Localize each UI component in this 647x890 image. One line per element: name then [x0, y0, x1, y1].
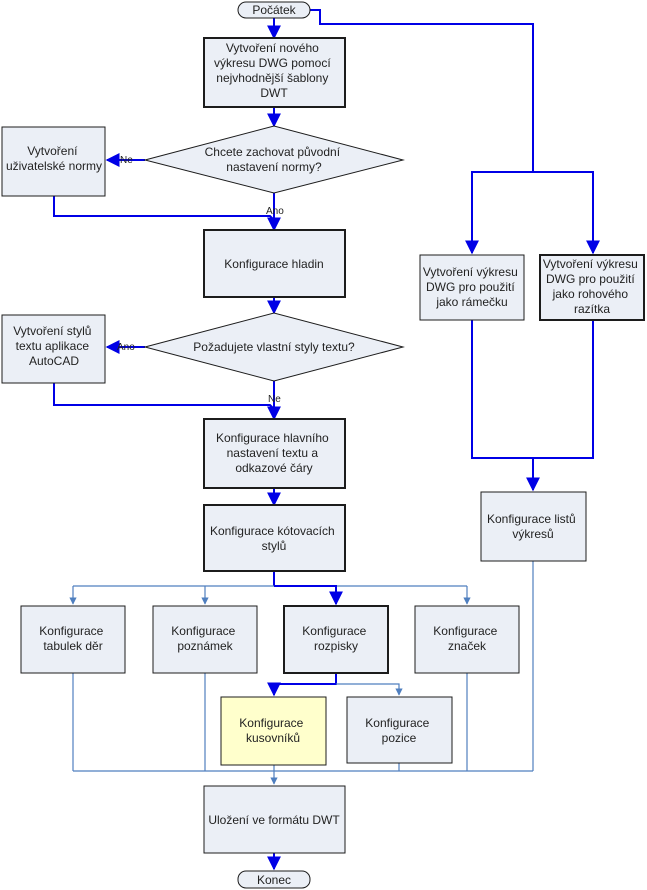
- bom-label: Konfigurace kusovníků: [239, 716, 306, 745]
- edge-labels: Ne Ano Ano Ne: [117, 155, 284, 405]
- layers-box: Konfigurace hladin: [203, 229, 346, 298]
- edge-split-parts-list: [274, 585, 343, 606]
- edge-right-branch-split: [465, 38, 534, 255]
- end-label: Konec: [257, 873, 291, 887]
- main-text-box: Konfigurace hlavního nastavení textu a o…: [203, 418, 346, 489]
- text-styles-decision: Požadujete vlastní styly textu?: [143, 312, 405, 382]
- start-label: Počátek: [252, 3, 296, 17]
- parts-list-label: Konfigurace rozpisky: [302, 624, 369, 653]
- edge-label-q1-no: Ne: [120, 155, 133, 166]
- user-norm-box: Vytvoření uživatelské normy: [1, 126, 106, 197]
- new-drawing-box: Vytvoření nového výkresu DWG pomocí nejv…: [203, 37, 346, 108]
- connectors: [53, 9, 600, 871]
- dim-styles-label: Konfigurace kótovacích stylů: [210, 524, 338, 553]
- edge-right-branch-title: [533, 171, 600, 255]
- edge-parts-list-to-balloons: [336, 683, 403, 696]
- edge-parts-list-to-bom: [267, 673, 337, 697]
- main-text-label: Konfigurace hlavního nastavení textu a o…: [216, 431, 332, 475]
- title-block-label: Vytvoření výkresu DWG pro použití jako r…: [543, 257, 641, 316]
- hole-tables-box: Konfigurace tabulek děr: [20, 605, 126, 674]
- balloons-box: Konfigurace pozice: [346, 696, 453, 764]
- hole-tables-label: Konfigurace tabulek děr: [39, 624, 106, 653]
- sheets-box: Konfigurace listů výkresů: [480, 491, 587, 562]
- new-drawing-label: Vytvoření nového výkresu DWG pomocí nejv…: [214, 41, 334, 100]
- parts-list-box: Konfigurace rozpisky: [283, 605, 389, 674]
- autocad-styles-box: Vytvoření stylů textu aplikace AutoCAD: [1, 314, 106, 384]
- notes-box: Konfigurace poznámek: [152, 605, 258, 674]
- text-styles-label: Požadujete vlastní styly textu?: [193, 340, 355, 354]
- save-box: Uložení ve formátu DWT: [203, 785, 346, 854]
- bom-box: Konfigurace kusovníků: [220, 696, 327, 766]
- balloons-label: Konfigurace pozice: [365, 716, 432, 745]
- user-norm-label: Vytvoření uživatelské normy: [6, 144, 102, 173]
- sheets-label: Konfigurace listů výkresů: [487, 512, 579, 541]
- save-label: Uložení ve formátu DWT: [208, 813, 340, 827]
- edge-autocad-return: [53, 383, 275, 410]
- edge-label-q2-yes: Ano: [117, 342, 135, 353]
- symbols-label: Konfigurace značek: [433, 624, 500, 653]
- title-block-box: Vytvoření výkresu DWG pro použití jako r…: [539, 254, 645, 321]
- start-terminator: Počátek: [237, 1, 311, 19]
- edge-label-q1-yes: Ano: [266, 206, 284, 217]
- dim-styles-box: Konfigurace kótovacích stylů: [203, 504, 346, 572]
- keep-norm-decision: Chcete zachovat původní nastavení normy?: [143, 125, 405, 194]
- autocad-styles-label: Vytvoření stylů textu aplikace AutoCAD: [13, 324, 95, 368]
- keep-norm-label: Chcete zachovat původní nastavení normy?: [205, 145, 344, 174]
- layers-label: Konfigurace hladin: [224, 257, 323, 271]
- edge-frame-down: [471, 320, 533, 459]
- edge-start-to-right-branch: [310, 9, 534, 38]
- edge-label-q2-no: Ne: [268, 394, 281, 405]
- symbols-box: Konfigurace značek: [414, 605, 520, 674]
- end-terminator: Konec: [237, 870, 311, 889]
- edge-title-block-down: [533, 320, 594, 459]
- frame-box: Vytvoření výkresu DWG pro použití jako r…: [419, 254, 525, 321]
- edge-user-norm-return: [53, 196, 275, 221]
- notes-label: Konfigurace poznámek: [171, 624, 238, 653]
- frame-label: Vytvoření výkresu DWG pro použití jako r…: [423, 265, 521, 309]
